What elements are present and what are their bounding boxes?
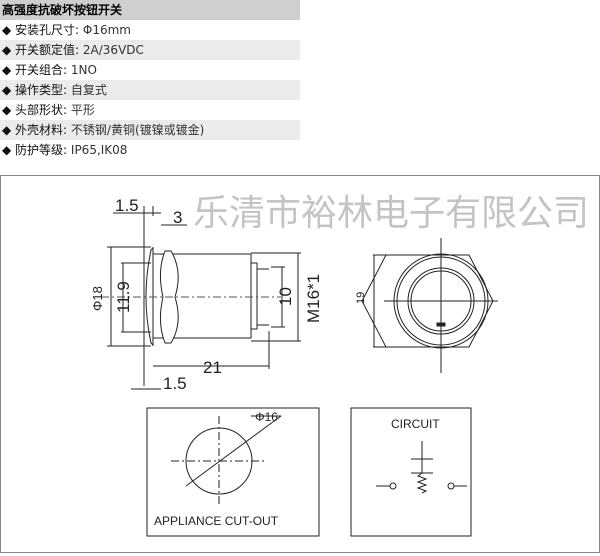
spec-row: ◆ 开关额定值: 2A/36VDC xyxy=(0,40,300,60)
circuit-label: CIRCUIT xyxy=(391,417,440,431)
technical-drawing: 乐清市裕林电子有限公司 1.5 3 Φ18 11.9 10 M16*1 21 1… xyxy=(0,175,600,553)
spec-row: ◆ 操作类型: 自复式 xyxy=(0,80,300,100)
spec-label: ◆ 安装孔尺寸: xyxy=(2,23,83,37)
spec-label: ◆ 防护等级: xyxy=(2,143,71,157)
spec-value: 平形 xyxy=(70,103,95,117)
spec-label: ◆ 开关组合: xyxy=(2,63,71,77)
dim-1-5-bottom: 1.5 xyxy=(163,374,187,393)
spec-value: 不锈钢/黄铜(镀镍或镀金) xyxy=(70,123,205,137)
side-view xyxy=(101,206,301,390)
spec-row: ◆ 头部形状: 平形 xyxy=(0,100,300,120)
circuit-diagram: CIRCUIT xyxy=(350,407,472,537)
watermark: 乐清市裕林电子有限公司 xyxy=(193,192,589,233)
spec-title: 高强度抗破坏按钮开关 xyxy=(0,0,300,20)
spec-value: 2A/36VDC xyxy=(82,43,144,57)
spec-label: ◆ 头部形状: xyxy=(2,103,71,117)
spec-label: ◆ 开关额定值: xyxy=(2,43,83,57)
dim-phi18: Φ18 xyxy=(90,286,105,311)
spec-table: 高强度抗破坏按钮开关 ◆ 安装孔尺寸: Φ16mm ◆ 开关额定值: 2A/36… xyxy=(0,0,300,160)
front-view xyxy=(361,238,498,373)
dim-3: 3 xyxy=(173,208,182,227)
dim-19: 19 xyxy=(355,292,367,304)
appliance-cutout: Φ16 APPLIANCE CUT-OUT xyxy=(146,407,320,537)
spec-value: IP65,IK08 xyxy=(70,143,128,157)
spec-value: 1NO xyxy=(70,63,97,77)
spec-label: ◆ 操作类型: xyxy=(2,83,71,97)
dim-m16: M16*1 xyxy=(304,274,323,323)
spec-row: ◆ 外壳材料: 不锈钢/黄铜(镀镍或镀金) xyxy=(0,120,300,140)
spec-value: 自复式 xyxy=(70,83,107,97)
spec-row: ◆ 开关组合: 1NO xyxy=(0,60,300,80)
dim-21: 21 xyxy=(203,358,222,377)
spec-row: ◆ 安装孔尺寸: Φ16mm xyxy=(0,20,300,40)
dim-phi16: Φ16 xyxy=(255,410,278,424)
dim-1-5-top: 1.5 xyxy=(115,196,139,215)
cutout-label: APPLIANCE CUT-OUT xyxy=(154,514,279,528)
spec-row: ◆ 防护等级: IP65,IK08 xyxy=(0,140,300,160)
dim-11-9: 11.9 xyxy=(114,281,133,313)
spec-value: Φ16mm xyxy=(82,23,131,37)
spec-label: ◆ 外壳材料: xyxy=(2,123,71,137)
dim-10: 10 xyxy=(276,287,295,306)
